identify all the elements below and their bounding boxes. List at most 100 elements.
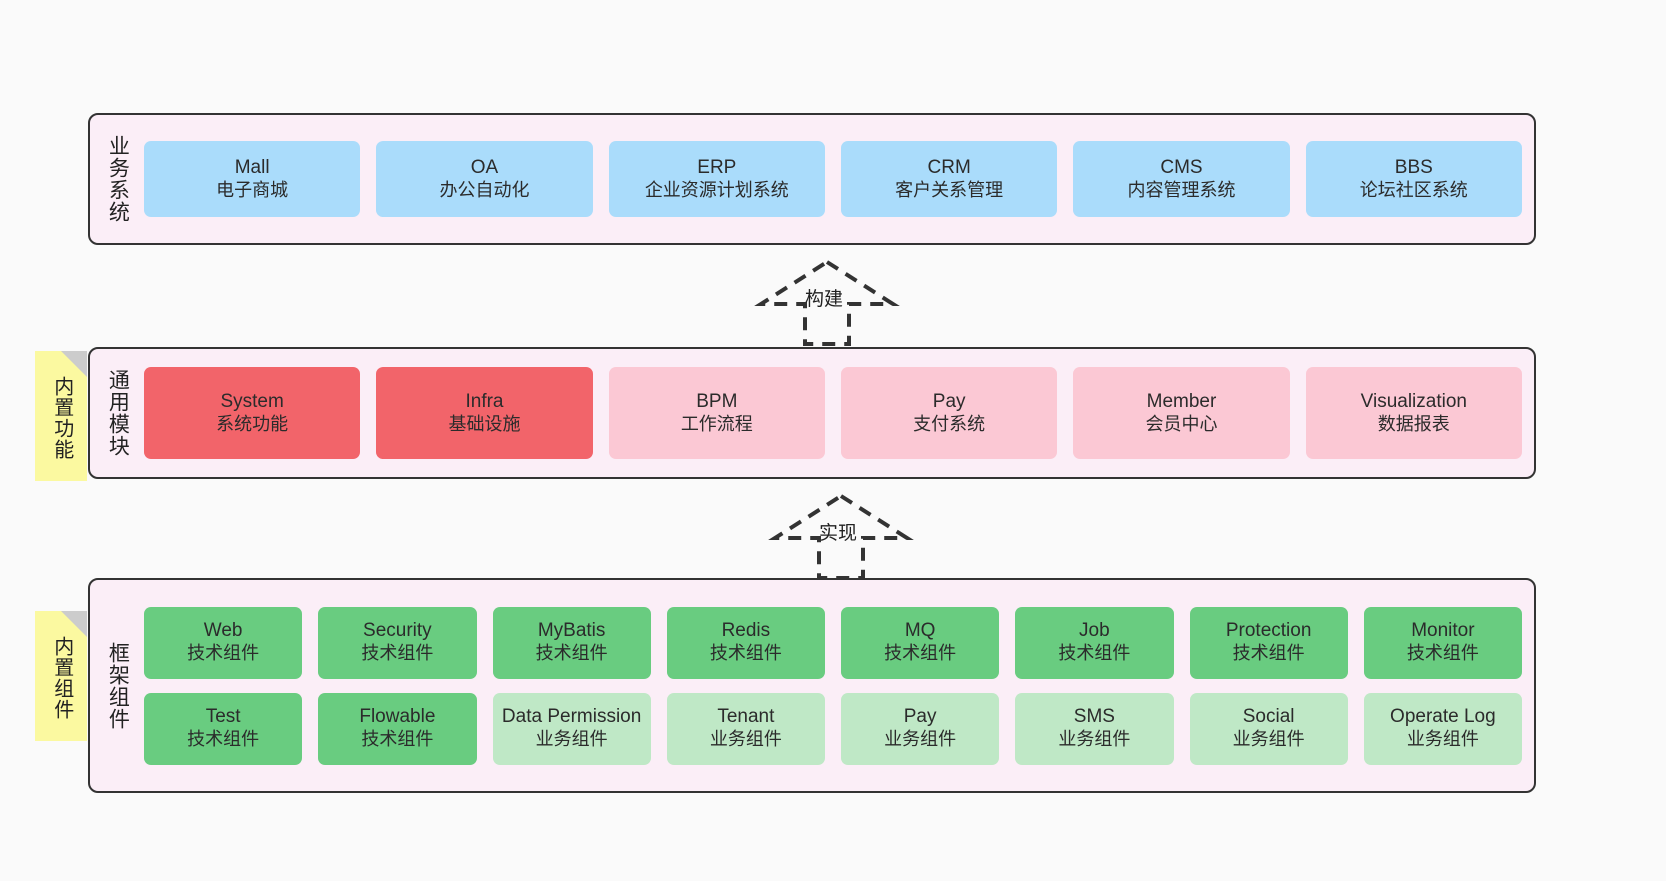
framework-card-desc: 业务组件 (709, 729, 782, 750)
module-card-name: Member (1146, 390, 1217, 412)
module-card-name: Visualization (1360, 390, 1467, 412)
module-card-desc: 支付系统 (913, 413, 986, 434)
business-card-desc: 内容管理系统 (1127, 179, 1236, 200)
layer-business-system-title: 业务系统 (106, 135, 130, 223)
business-card-desc: 办公自动化 (439, 179, 530, 200)
module-card-desc: 会员中心 (1145, 413, 1218, 434)
framework-card-desc: 业务组件 (535, 729, 608, 750)
module-card-name: Pay (932, 390, 966, 412)
framework-card-desc: 业务组件 (1406, 729, 1479, 750)
business-card-name: BBS (1394, 156, 1433, 178)
framework-card-desc: 技术组件 (187, 729, 260, 750)
note-fold-icon (61, 351, 87, 377)
framework-card-desc: 技术组件 (361, 729, 434, 750)
note-builtin-components-label: 内置组件 (50, 636, 73, 720)
framework-card-name: Security (363, 620, 432, 642)
framework-card-name: MyBatis (537, 620, 606, 642)
framework-card-desc: 技术组件 (361, 643, 434, 664)
framework-card-desc: 技术组件 (709, 643, 782, 664)
connector-implement-label: 实现 (819, 523, 858, 544)
framework-card-name: Flowable (359, 706, 436, 728)
note-builtin-features: 内置功能 (35, 351, 87, 481)
framework-card-name: Web (203, 620, 243, 642)
business-card-name: CRM (927, 156, 971, 178)
module-card-desc: 数据报表 (1377, 413, 1450, 434)
note-builtin-features-label: 内置功能 (50, 376, 73, 460)
framework-card-name: Job (1079, 620, 1110, 642)
framework-card-desc: 技术组件 (1232, 643, 1305, 664)
framework-card-name: Redis (721, 620, 771, 642)
framework-card-desc: 业务组件 (1232, 729, 1305, 750)
framework-card-name: Social (1242, 706, 1295, 728)
framework-card-desc: 业务组件 (1058, 729, 1131, 750)
framework-card-desc: 业务组件 (884, 729, 957, 750)
module-card-desc: 系统功能 (216, 413, 289, 434)
note-builtin-components: 内置组件 (35, 611, 87, 741)
module-card-name: BPM (696, 390, 738, 412)
business-card-desc: 电子商城 (216, 179, 289, 200)
business-card-desc: 客户关系管理 (895, 179, 1004, 200)
framework-card-desc: 技术组件 (187, 643, 260, 664)
connector-build-label: 构建 (805, 289, 844, 310)
business-card-desc: 企业资源计划系统 (644, 179, 789, 200)
module-card-desc: 基础设施 (448, 413, 521, 434)
note-fold-icon (61, 611, 87, 637)
connector-build: 构建 (754, 258, 900, 346)
framework-card-name: Protection (1225, 620, 1312, 642)
business-card-name: ERP (697, 156, 737, 178)
framework-card-desc: 技术组件 (884, 643, 957, 664)
framework-card-name: Monitor (1411, 620, 1475, 642)
framework-card-name: Tenant (717, 706, 775, 728)
business-card-desc: 论坛社区系统 (1359, 179, 1468, 200)
framework-card-name: MQ (904, 620, 936, 642)
module-card-desc: 工作流程 (680, 413, 753, 434)
business-card-name: CMS (1160, 156, 1203, 178)
framework-card-name: Data Permission (501, 706, 642, 728)
connector-implement: 实现 (768, 492, 914, 580)
framework-card-name: Pay (903, 706, 937, 728)
business-card-name: OA (470, 156, 499, 178)
module-card-name: System (220, 390, 284, 412)
business-card-name: Mall (234, 156, 270, 178)
framework-card-name: SMS (1073, 706, 1115, 728)
framework-card-desc: 技术组件 (1058, 643, 1131, 664)
framework-card-name: Test (205, 706, 241, 728)
